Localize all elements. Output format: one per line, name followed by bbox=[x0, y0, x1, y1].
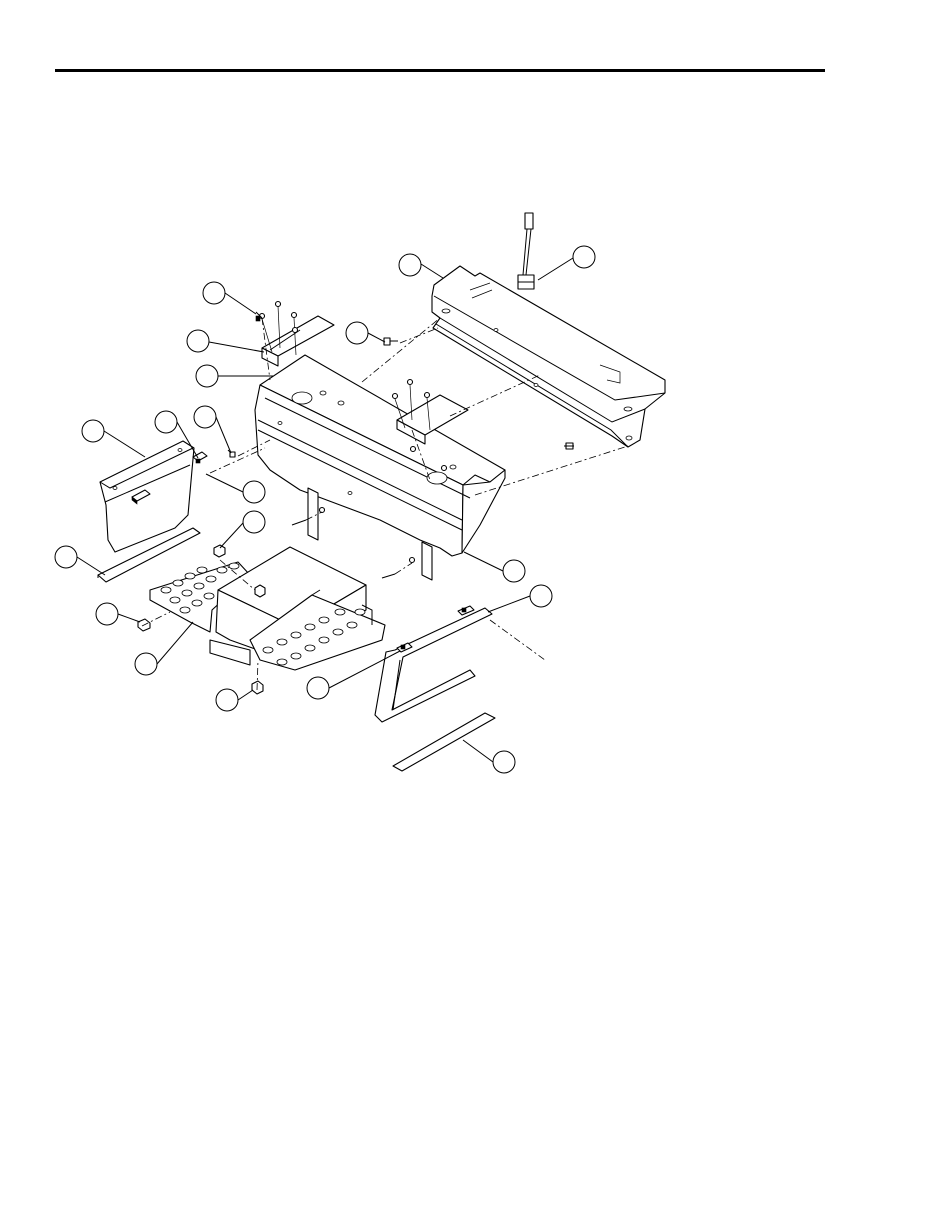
header-rule bbox=[55, 69, 825, 72]
bolt-front-b bbox=[381, 556, 416, 579]
callout-nut-left bbox=[205, 473, 266, 504]
nut-left bbox=[213, 544, 226, 558]
footrest bbox=[149, 546, 386, 671]
callout-pin bbox=[193, 405, 232, 454]
clip-right bbox=[396, 605, 475, 653]
callout-bolt-bottom bbox=[215, 688, 254, 712]
side-plate-left bbox=[99, 440, 195, 553]
main-frame bbox=[254, 354, 506, 581]
assembly-dash-lines bbox=[141, 317, 629, 691]
rear-panel bbox=[431, 265, 666, 448]
callout-footrest bbox=[134, 621, 194, 676]
bolt-bottom bbox=[251, 680, 264, 695]
callout-screw-top-left bbox=[202, 281, 257, 315]
screw-mid bbox=[383, 337, 398, 346]
callout-clip-left bbox=[154, 410, 199, 459]
wire-harness bbox=[517, 212, 535, 290]
callout-frame-hole bbox=[195, 364, 273, 388]
callout-screw-mid bbox=[345, 321, 386, 345]
callout-mount-bracket bbox=[186, 329, 265, 353]
callout-nut-center bbox=[219, 510, 266, 549]
callout-main-frame bbox=[463, 551, 526, 583]
mount-bracket-left bbox=[261, 315, 335, 367]
callout-clip-right bbox=[306, 650, 401, 700]
pin bbox=[227, 449, 236, 458]
clip-left bbox=[131, 489, 151, 505]
callout-side-plate-left bbox=[81, 419, 146, 458]
strip-left bbox=[97, 527, 201, 583]
callout-strip-right bbox=[462, 739, 516, 774]
clip-left-upper bbox=[192, 451, 208, 464]
screw-set-right bbox=[391, 378, 448, 472]
callout-wire-harness bbox=[537, 245, 596, 281]
callout-strip-left bbox=[54, 545, 106, 576]
footrest-perforations bbox=[160, 562, 366, 666]
bolt-front-a bbox=[291, 506, 326, 526]
strip-right bbox=[392, 712, 496, 772]
side-plate-right bbox=[374, 607, 493, 723]
screw-right-frame bbox=[564, 442, 574, 450]
callout-rear-panel bbox=[398, 253, 444, 279]
nut-center bbox=[254, 584, 266, 598]
screw-top-left bbox=[255, 311, 263, 322]
callout-side-plate-right bbox=[487, 584, 553, 613]
callout-bolt-left bbox=[95, 602, 141, 626]
